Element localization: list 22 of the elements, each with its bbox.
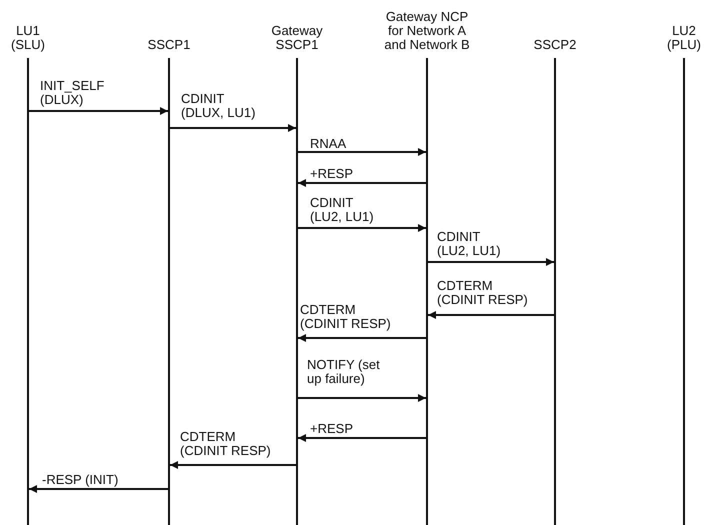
- message-label: +RESP: [310, 422, 353, 436]
- participant-name: LU2 (PLU): [666, 24, 702, 52]
- message-arrow: [29, 107, 168, 115]
- participant-name: LU1 (SLU): [10, 24, 46, 52]
- message-arrow: [170, 124, 296, 132]
- message-arrow: [298, 334, 426, 342]
- message-label: RNAA: [310, 137, 346, 151]
- message-label: +RESP: [310, 167, 353, 181]
- message-arrow: [298, 179, 426, 187]
- message-arrow: [29, 485, 168, 493]
- message-arrow: [170, 461, 296, 469]
- message-arrow: [428, 258, 554, 266]
- message-arrow: [298, 394, 426, 402]
- participant-name: Gateway NCP for Network A and Network B: [383, 10, 471, 52]
- message-arrow: [298, 148, 426, 156]
- participant-name: SSCP2: [532, 38, 578, 52]
- message-arrow: [298, 224, 426, 232]
- message-arrow: [298, 434, 426, 442]
- participant-name: SSCP1: [146, 38, 192, 52]
- message-arrow: [428, 311, 554, 319]
- participant-name: Gateway SSCP1: [270, 24, 324, 52]
- message-label: -RESP (INIT): [42, 473, 118, 487]
